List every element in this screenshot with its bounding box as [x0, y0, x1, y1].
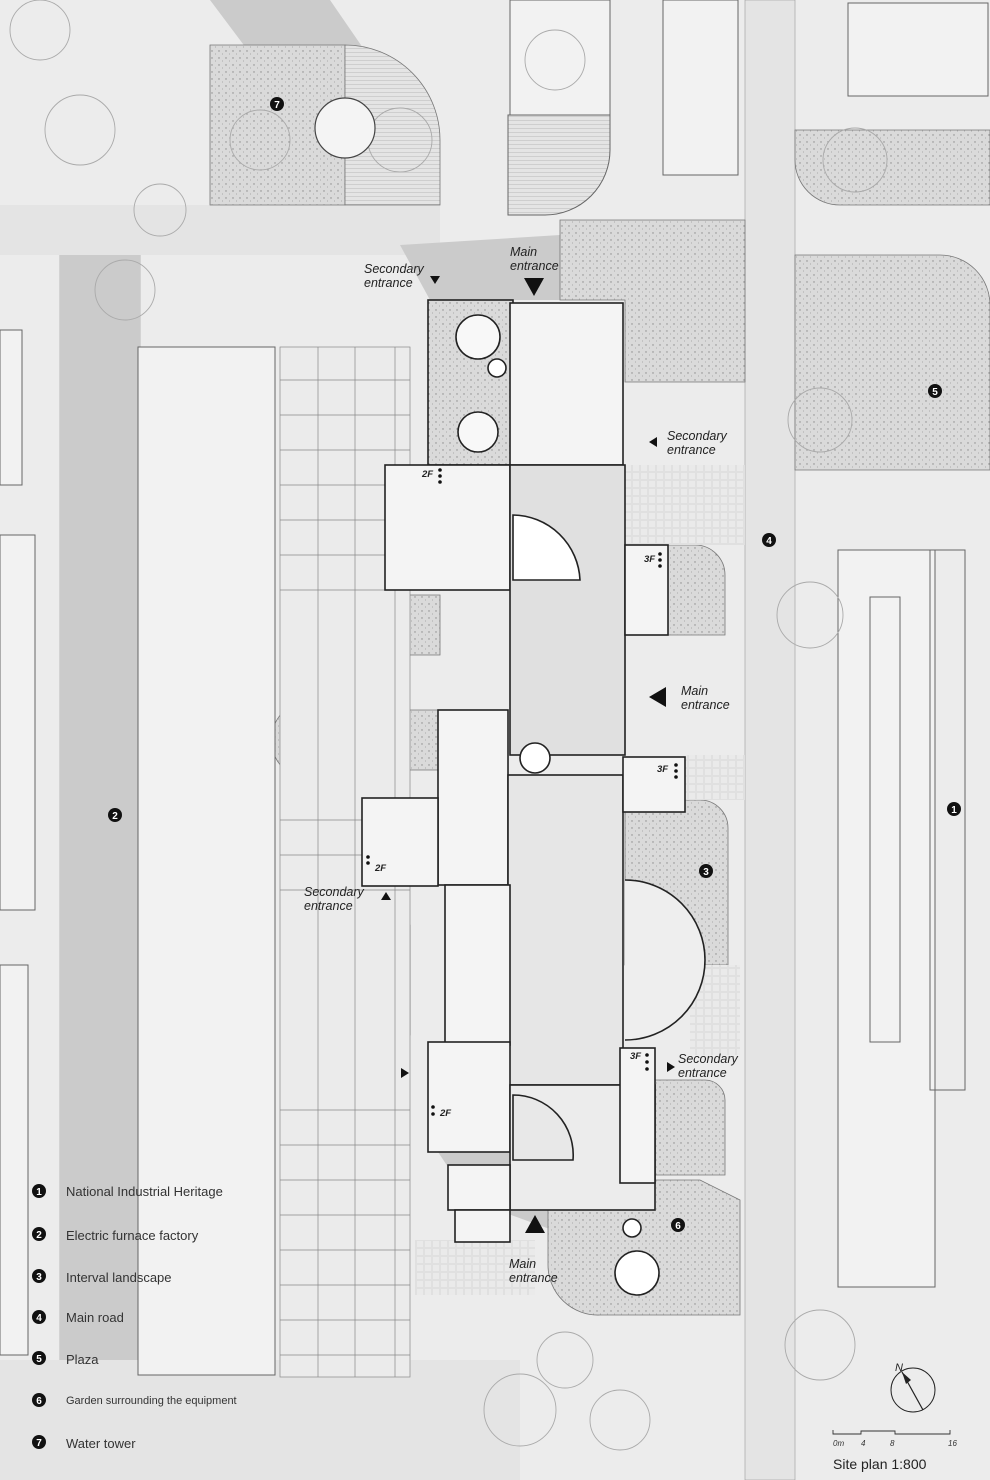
secondary-entrance-tr-l1: Secondary — [667, 429, 728, 443]
secondary-entrance-tl-arrow — [430, 276, 440, 284]
legend-label-7: Water tower — [66, 1436, 136, 1451]
marker-7: 7 — [274, 100, 280, 111]
marker-4: 4 — [766, 536, 772, 547]
secondary-entrance-tl-l2: entrance — [364, 276, 413, 290]
legend-label-5: Plaza — [66, 1352, 99, 1367]
legend-label-2: Electric furnace factory — [66, 1228, 199, 1243]
scale-tick-0: 0m — [833, 1439, 844, 1448]
floor-tag-2f-c: 2F — [439, 1108, 451, 1119]
scale-tick-8: 8 — [890, 1439, 895, 1448]
legend-num-3: 3 — [36, 1272, 42, 1283]
water-tower — [314, 97, 376, 159]
main-entrance-top-l2: entrance — [510, 259, 559, 273]
legend-label-4: Main road — [66, 1310, 124, 1325]
north-arrow: N — [890, 1362, 936, 1413]
secondary-entrance-br-l2: entrance — [678, 1066, 727, 1080]
secondary-entrance-br-arrow — [667, 1062, 675, 1072]
secondary-entrance-br-l1: Secondary — [678, 1052, 739, 1066]
legend-label-1: National Industrial Heritage — [66, 1184, 223, 1199]
main-building — [361, 299, 706, 1296]
floor-tag-3f-b: 3F — [657, 764, 668, 775]
arrow-small-left — [401, 1068, 409, 1078]
marker-1: 1 — [951, 805, 957, 816]
floor-tags: 2F 3F 3F 2F 3F 2F — [366, 468, 678, 1119]
secondary-entrance-ml-l1: Secondary — [304, 885, 365, 899]
main-entrance-top-l1: Main — [510, 245, 537, 259]
trees — [9, 0, 888, 1451]
north-label: N — [895, 1362, 903, 1374]
plan-title: Site plan 1:800 — [833, 1456, 927, 1472]
scale-bar: 0m 4 8 16 Site plan 1:800 — [832, 1430, 957, 1472]
main-entrance-top-arrow — [524, 278, 544, 296]
marker-2: 2 — [112, 811, 118, 822]
marker-3: 3 — [703, 867, 709, 878]
legend-num-2: 2 — [36, 1230, 42, 1241]
legend-num-6: 6 — [36, 1396, 42, 1407]
legend-num-5: 5 — [36, 1354, 42, 1365]
surrounding-buildings — [0, 0, 989, 1376]
secondary-entrance-tl-l1: Secondary — [364, 262, 425, 276]
floor-tag-2f-b: 2F — [374, 863, 386, 874]
legend-label-3: Interval landscape — [66, 1270, 172, 1285]
main-entrance-bottom-l2: entrance — [509, 1271, 558, 1285]
secondary-entrance-tr-l2: entrance — [667, 443, 716, 457]
main-entrance-right-l2: entrance — [681, 698, 730, 712]
legend-num-7: 7 — [36, 1438, 42, 1449]
main-entrance-bottom-arrow — [525, 1215, 545, 1233]
main-entrance-right-l1: Main — [681, 684, 708, 698]
marker-5: 5 — [932, 387, 938, 398]
secondary-entrance-tr-arrow — [649, 437, 657, 447]
floor-tag-3f-c: 3F — [630, 1051, 641, 1062]
secondary-entrance-ml-arrow — [381, 892, 391, 900]
legend-num-1: 1 — [36, 1187, 42, 1198]
main-entrance-right-arrow — [649, 687, 666, 707]
secondary-entrance-ml-l2: entrance — [304, 899, 353, 913]
legend: 1 National Industrial Heritage 2 Electri… — [32, 1184, 237, 1451]
main-entrance-bottom-l1: Main — [509, 1257, 536, 1271]
scale-tick-4: 4 — [861, 1439, 866, 1448]
legend-label-6: Garden surrounding the equipment — [66, 1395, 237, 1407]
floor-tag-2f-a: 2F — [421, 469, 433, 480]
scale-tick-16: 16 — [948, 1439, 957, 1448]
marker-6: 6 — [675, 1221, 681, 1232]
legend-num-4: 4 — [36, 1313, 42, 1324]
site-markers: 7 2 1 5 4 3 6 — [108, 97, 961, 1232]
floor-tag-3f-a: 3F — [644, 554, 655, 565]
